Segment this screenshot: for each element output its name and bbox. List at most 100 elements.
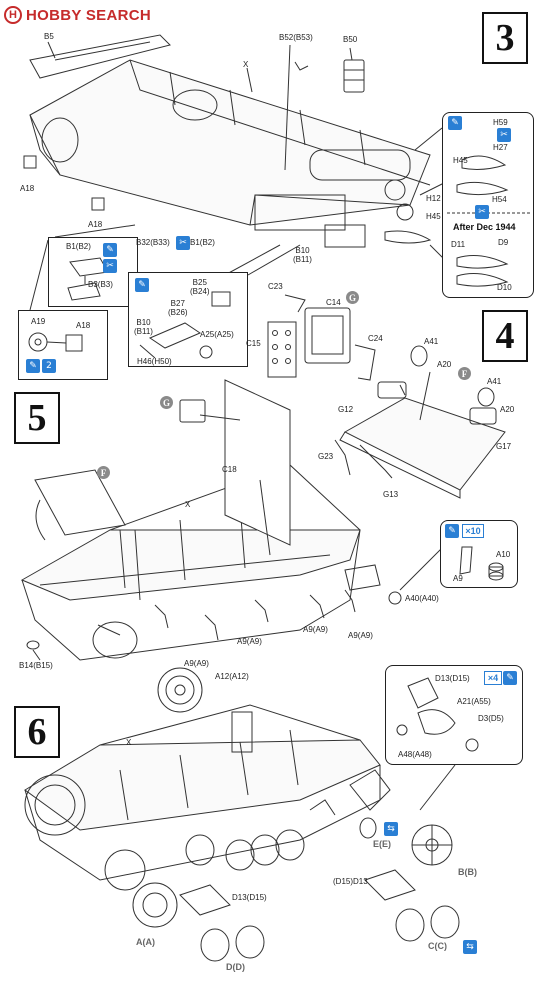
label-b14: B14(B15) bbox=[19, 661, 53, 670]
glue-icon: ✎ bbox=[26, 359, 40, 373]
step-3-box: 3 bbox=[482, 12, 528, 64]
label-b25: B25 (B24) bbox=[190, 278, 210, 296]
cut-icon: ✂ bbox=[497, 128, 511, 142]
label-x-step5: X bbox=[185, 500, 191, 509]
label-a41-right: A41 bbox=[487, 377, 502, 386]
label-a9-4: A9(A9) bbox=[184, 659, 209, 668]
label-d11: D11 bbox=[451, 240, 466, 249]
group-g-circle: G bbox=[346, 291, 359, 304]
group-e-pair: E(E) bbox=[373, 839, 391, 849]
group-d-pair: D(D) bbox=[226, 962, 245, 972]
count-2-icon: 2 bbox=[42, 359, 56, 373]
label-a12: A12(A12) bbox=[215, 672, 249, 681]
brand-name: HOBBY SEARCH bbox=[26, 6, 152, 24]
label-g23: G23 bbox=[318, 452, 334, 461]
label-b10-main: B10 (B11) bbox=[293, 246, 312, 264]
brand-mark-icon: H bbox=[4, 6, 22, 24]
group-a-pair: A(A) bbox=[136, 937, 155, 947]
glue-icon: ✎ bbox=[103, 243, 117, 257]
count-x4-badge: ×4 bbox=[484, 671, 502, 685]
step4-parts-drawing bbox=[267, 294, 506, 499]
label-c15: C15 bbox=[246, 339, 261, 348]
label-h12: H12 bbox=[426, 194, 441, 203]
inset-d13-detail bbox=[385, 665, 523, 765]
label-a25: A25(A25) bbox=[200, 330, 234, 339]
label-a18-left: A18 bbox=[20, 184, 35, 193]
label-d10: D10 bbox=[497, 283, 512, 292]
label-b5: B5 bbox=[44, 32, 54, 41]
glue-icon: ✎ bbox=[135, 278, 149, 292]
label-d13-inset: D13(D15) bbox=[435, 674, 470, 683]
label-a9-inset: A9 bbox=[453, 574, 463, 583]
label-h45-main: H45 bbox=[426, 212, 441, 221]
label-a20-right: A20 bbox=[500, 405, 515, 414]
group-g-circle-step5: G bbox=[160, 396, 173, 409]
glue-icon: ✎ bbox=[445, 524, 459, 538]
glue-icon: ✎ bbox=[503, 671, 517, 685]
brand-logo: H HOBBY SEARCH bbox=[4, 4, 151, 26]
step-6-box: 6 bbox=[14, 706, 60, 758]
flip-icon: ⇆ bbox=[384, 822, 398, 836]
label-a19: A19 bbox=[31, 317, 46, 326]
label-d13-front: D13(D15) bbox=[232, 893, 267, 902]
label-g13: G13 bbox=[383, 490, 399, 499]
label-h59: H59 bbox=[493, 118, 508, 127]
label-a9-3: A9(A9) bbox=[237, 637, 262, 646]
label-b32: B32(B33) bbox=[136, 238, 170, 247]
label-b27: B27 (B26) bbox=[168, 299, 188, 317]
flip-icon: ⇆ bbox=[463, 940, 477, 954]
note-after-dec-1944: After Dec 1944 bbox=[453, 222, 516, 232]
group-f-circle-step5: F bbox=[97, 466, 110, 479]
step6-hull-drawing bbox=[24, 704, 460, 962]
label-a20-left: A20 bbox=[437, 360, 452, 369]
step5-hull-drawing bbox=[20, 379, 402, 713]
label-h27: H27 bbox=[493, 143, 508, 152]
label-d13-rear: (D15)D13 bbox=[333, 877, 368, 886]
count-x10-badge: ×10 bbox=[462, 524, 484, 538]
group-b-pair: B(B) bbox=[458, 867, 477, 877]
label-h54: H54 bbox=[492, 195, 507, 204]
cut-icon: ✂ bbox=[103, 259, 117, 273]
label-b10-inset: B10 (B11) bbox=[134, 318, 153, 336]
label-c18: C18 bbox=[222, 465, 237, 474]
label-a48: A48(A48) bbox=[398, 750, 432, 759]
label-b52: B52(B53) bbox=[279, 33, 313, 42]
group-c-pair: C(C) bbox=[428, 941, 447, 951]
label-h45-inset: H45 bbox=[453, 156, 468, 165]
label-b3: B3(B3) bbox=[88, 280, 113, 289]
cut-icon: ✂ bbox=[475, 205, 489, 219]
label-d9: D9 bbox=[498, 238, 509, 247]
label-b50: B50 bbox=[343, 35, 358, 44]
label-x-step6: X bbox=[126, 738, 132, 747]
label-a40: A40(A40) bbox=[405, 594, 439, 603]
inset-b1-detail bbox=[48, 237, 138, 307]
label-h46: H46(H50) bbox=[137, 357, 172, 366]
label-c24: C24 bbox=[368, 334, 383, 343]
label-a18-inset: A18 bbox=[76, 321, 91, 330]
label-a10: A10 bbox=[496, 550, 511, 559]
label-g17: G17 bbox=[496, 442, 512, 451]
label-b1-inset: B1(B2) bbox=[66, 242, 91, 251]
step-4-box: 4 bbox=[482, 310, 528, 362]
step-5-box: 5 bbox=[14, 392, 60, 444]
label-a41-left: A41 bbox=[424, 337, 439, 346]
cut-icon: ✂ bbox=[176, 236, 190, 250]
part-b10-drawing bbox=[324, 224, 366, 248]
label-g12: G12 bbox=[338, 405, 354, 414]
label-x-step3: X bbox=[243, 60, 249, 69]
label-b1-main: B1(B2) bbox=[190, 238, 215, 247]
label-a9-1: A9(A9) bbox=[303, 625, 328, 634]
label-c23: C23 bbox=[268, 282, 283, 291]
group-f-circle-step4: F bbox=[458, 367, 471, 380]
part-b50-drawing bbox=[343, 59, 365, 93]
label-a18-mid: A18 bbox=[88, 220, 103, 229]
label-c14: C14 bbox=[326, 298, 341, 307]
label-d3: D3(D5) bbox=[478, 714, 504, 723]
glue-icon: ✎ bbox=[448, 116, 462, 130]
label-a9-2: A9(A9) bbox=[348, 631, 373, 640]
step3-hull-drawing bbox=[29, 34, 431, 231]
part-a18-drawing bbox=[23, 155, 37, 169]
